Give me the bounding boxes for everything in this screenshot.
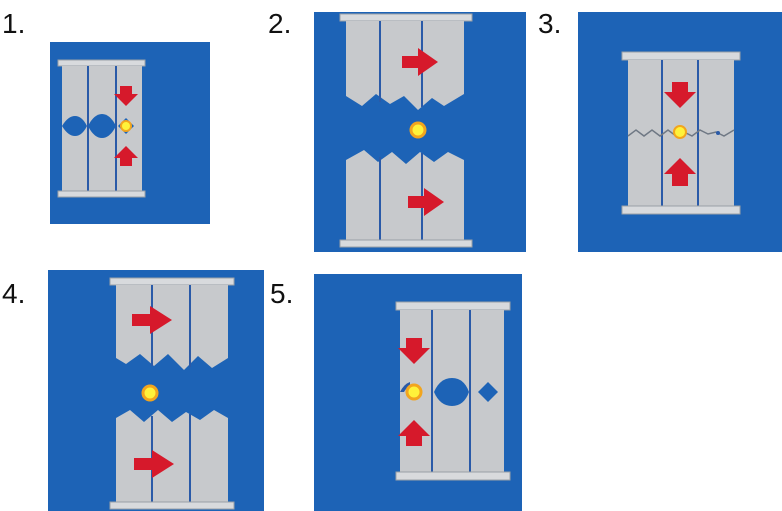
yellow-impurity-dot-icon — [143, 386, 157, 400]
step-4-panel — [48, 270, 264, 511]
step-3-panel — [578, 12, 782, 252]
yellow-impurity-dot-icon — [674, 126, 686, 138]
step-label-2: 2. — [268, 10, 291, 38]
step-label-3: 3. — [538, 10, 561, 38]
yellow-impurity-dot-icon — [411, 123, 425, 137]
step-label-5: 5. — [270, 280, 293, 308]
step-label-4: 4. — [2, 280, 25, 308]
yellow-impurity-dot-icon — [407, 385, 421, 399]
step-5-panel — [314, 274, 522, 511]
step-1-panel — [50, 42, 210, 224]
step-label-1: 1. — [2, 10, 25, 38]
step-2-panel — [314, 12, 526, 252]
yellow-impurity-dot-icon — [121, 121, 131, 131]
